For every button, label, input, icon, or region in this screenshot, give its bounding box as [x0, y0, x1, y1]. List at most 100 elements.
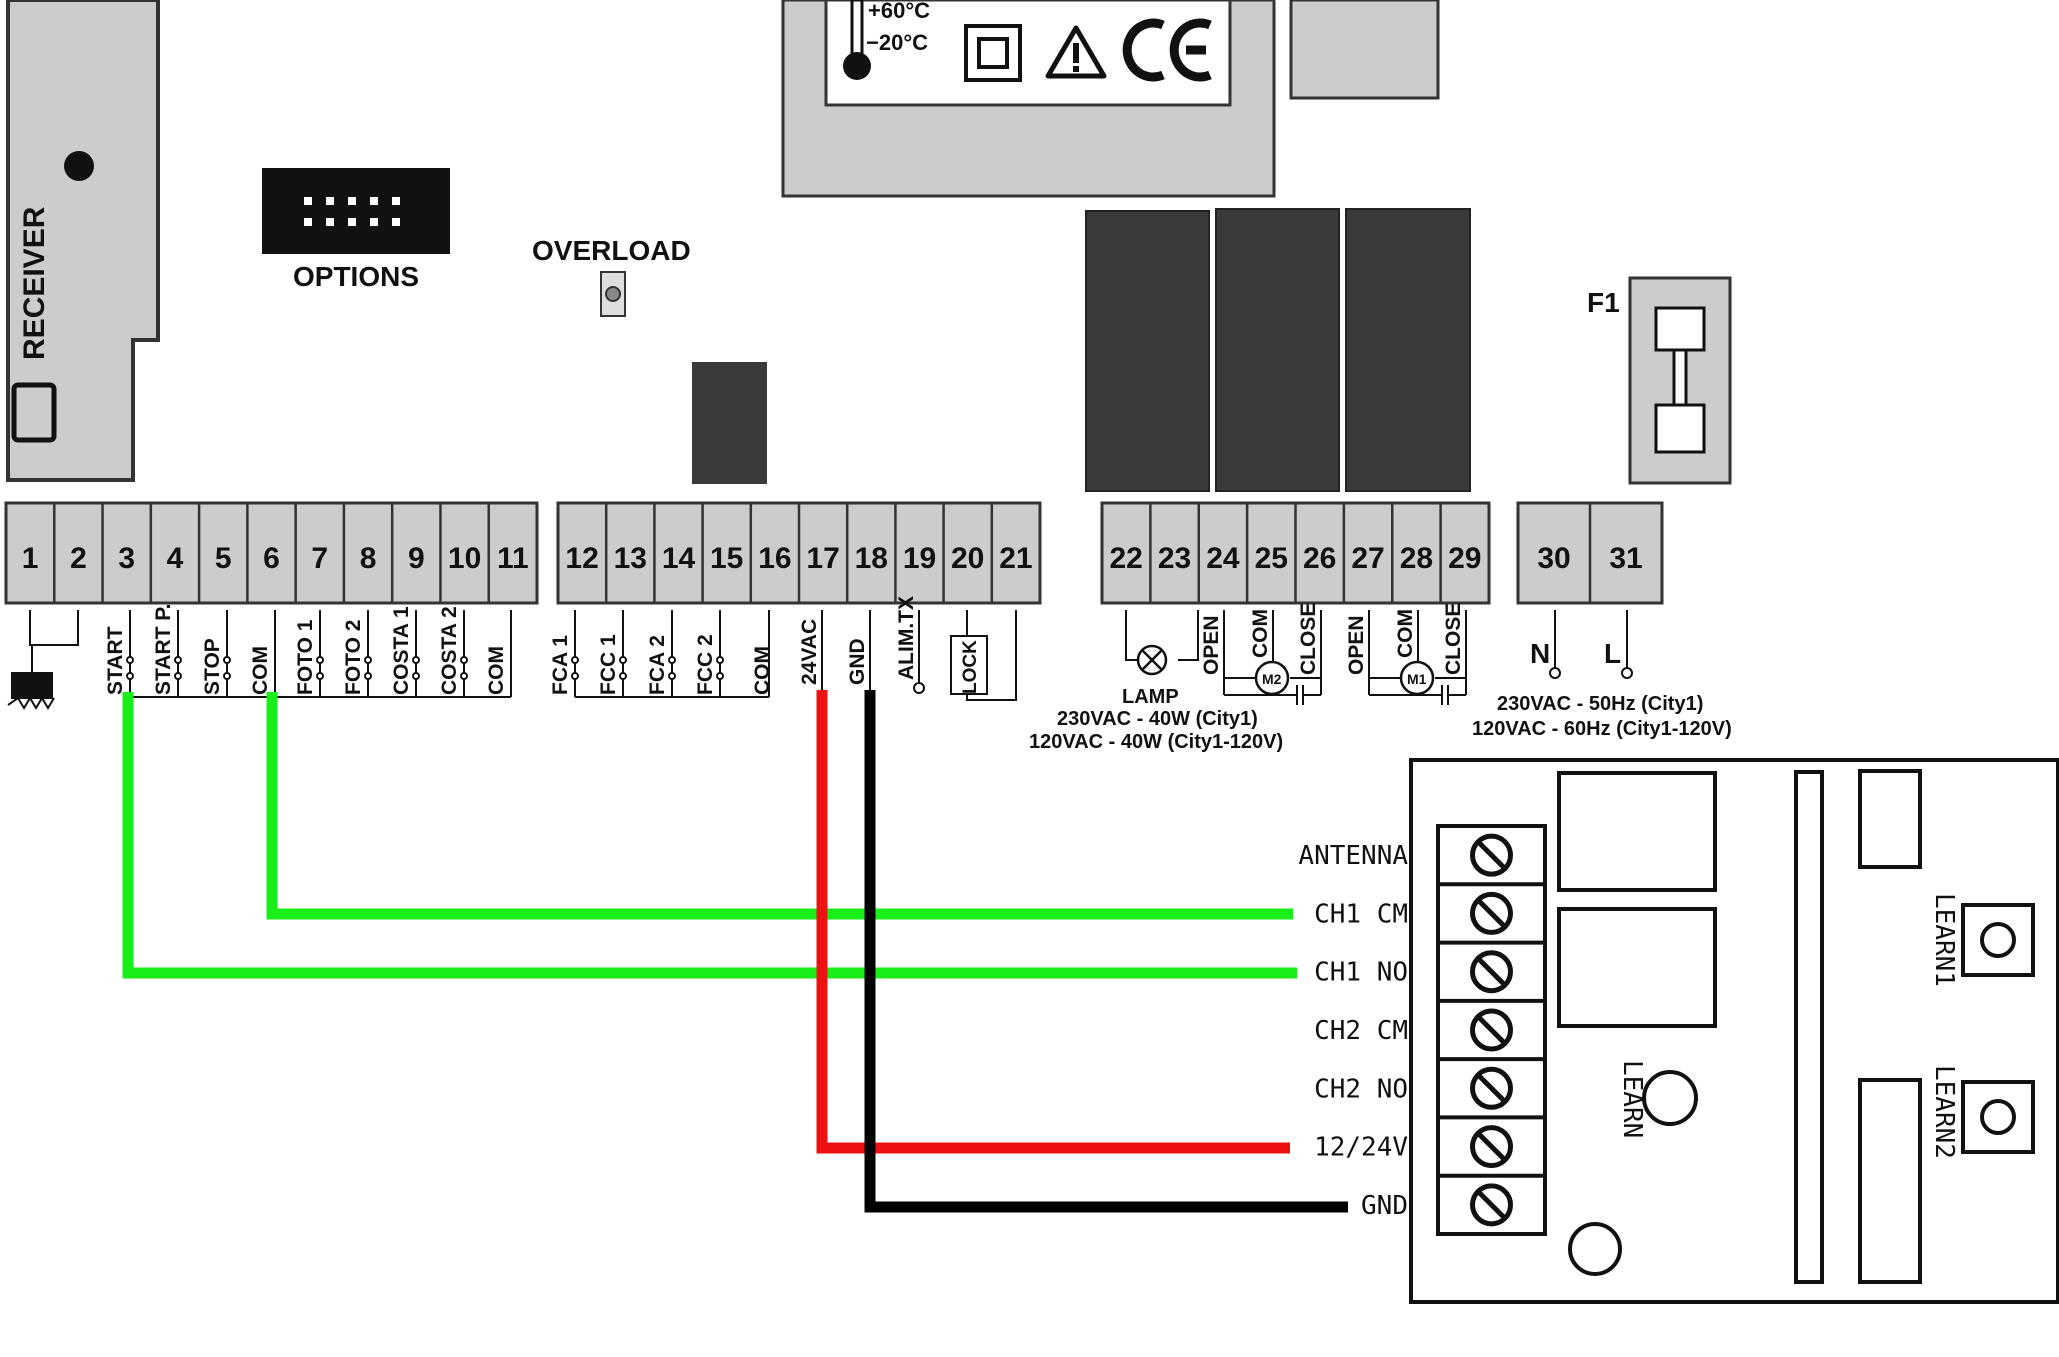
relay-m1 [1345, 208, 1471, 492]
terminal-number: 20 [951, 542, 984, 575]
terminal-number: 16 [758, 542, 791, 575]
module-pin-label: CH1 NO [1314, 958, 1408, 988]
label-fca-1: FCA 1 [549, 635, 572, 695]
module-pin-label: 12/24V [1314, 1133, 1408, 1163]
input-wiring [7, 610, 1017, 710]
learn1-label: LEARN1 [1929, 893, 1959, 987]
module-led [1568, 1222, 1622, 1276]
label-lamp-spec-1: 230VAC - 40W (City1) [1057, 708, 1258, 730]
learn1-button[interactable] [1961, 903, 2035, 977]
temp-high: +60°C [868, 0, 930, 23]
learn2-label: LEARN2 [1929, 1065, 1959, 1159]
label-gnd: GND [846, 638, 869, 685]
terminal-number: 26 [1303, 542, 1336, 575]
label-alim-tx: ALIM.TX [895, 596, 918, 680]
terminal-block-c: 22 23 24 25 26 27 28 29 [1100, 501, 1491, 605]
rating-label [824, 0, 1232, 107]
terminal-number: 3 [118, 542, 135, 575]
terminal-number: 19 [903, 542, 936, 575]
learn2-button[interactable] [1961, 1080, 2035, 1154]
thermometer-icon [843, 0, 871, 80]
label-lamp: LAMP [1122, 686, 1179, 708]
ic-chip [692, 362, 767, 484]
relay-m2 [1215, 208, 1340, 492]
terminal-number: 7 [311, 542, 328, 575]
label-fca-2: FCA 2 [646, 635, 669, 695]
options-label: OPTIONS [293, 261, 419, 292]
terminal-number: 13 [614, 542, 647, 575]
terminal-number: 15 [710, 542, 743, 575]
module-screws [1438, 833, 1545, 1227]
label-24vac: 24VAC [798, 619, 821, 685]
label-close-m2: CLOSE [1297, 603, 1320, 675]
label-power-spec-1: 230VAC - 50Hz (City1) [1497, 693, 1703, 715]
label-costa-1: COSTA 1 [390, 606, 413, 695]
label-start-p: START P. [152, 604, 175, 695]
label-open-m2: OPEN [1200, 615, 1223, 675]
wire-gnd-to-gnd [864, 690, 1348, 1213]
terminal-number: 30 [1537, 542, 1570, 575]
module-vertical-bar [1794, 770, 1824, 1284]
module-relay-2 [1557, 907, 1717, 1028]
module-chip-large [1858, 1078, 1922, 1284]
terminal-number: 6 [263, 542, 280, 575]
overload-label: OVERLOAD [532, 235, 691, 266]
warning-icon [1045, 25, 1107, 79]
label-com-2: COM [485, 646, 508, 695]
label-fcc-2: FCC 2 [694, 634, 717, 695]
label-power-spec-2: 120VAC - 60Hz (City1-120V) [1472, 718, 1732, 740]
terminal-number: 29 [1448, 542, 1481, 575]
label-fcc-1: FCC 1 [597, 634, 620, 695]
terminal-number: 24 [1206, 542, 1240, 575]
terminal-number: 25 [1255, 542, 1288, 575]
terminal-number: 8 [360, 542, 377, 575]
terminal-l-dot [1621, 667, 1633, 679]
temp-low: −20°C [866, 30, 928, 55]
motor-m2-icon: M2 [1254, 660, 1290, 696]
label-open-m1: OPEN [1345, 615, 1368, 675]
label-costa-2: COSTA 2 [438, 606, 461, 695]
terminal-number: 2 [70, 542, 87, 575]
module-chip-small [1858, 769, 1922, 869]
label-lock: LOCK [960, 640, 981, 694]
label-lamp-spec-2: 120VAC - 40W (City1-120V) [1029, 731, 1283, 753]
terminal-number: 27 [1351, 542, 1384, 575]
component-box [1289, 0, 1440, 100]
module-pin-label: CH2 NO [1314, 1074, 1408, 1104]
learn-button[interactable] [1642, 1070, 1698, 1126]
wire-24vac-to-12-24v [816, 690, 1290, 1154]
terminal-number: 5 [215, 542, 232, 575]
module-relay-1 [1557, 771, 1717, 892]
label-l: L [1604, 638, 1621, 669]
terminal-number: 18 [855, 542, 888, 575]
receiver-slot [6, 0, 160, 482]
label-n: N [1530, 638, 1550, 669]
module-pin-label: GND [1361, 1191, 1408, 1221]
module-pin-label: ANTENNA [1298, 841, 1408, 871]
label-com-1: COM [249, 646, 272, 695]
terminal-number: 22 [1110, 542, 1143, 575]
wires [122, 690, 1348, 1213]
receiver-connector [11, 382, 57, 443]
terminal-number: 21 [999, 542, 1032, 575]
terminal-number: 23 [1158, 542, 1191, 575]
terminal-number: 17 [806, 542, 839, 575]
wire-start-to-ch1-no [122, 692, 1297, 979]
label-foto-1: FOTO 1 [294, 619, 317, 695]
label-com-m2: COM [1249, 609, 1272, 658]
options-connector [262, 168, 450, 254]
terminal-number: 28 [1400, 542, 1433, 575]
module-pin-label: CH1 CM [1314, 899, 1408, 929]
terminal-number: 1 [22, 542, 39, 575]
label-com-m1: COM [1394, 609, 1417, 658]
relay-lamp [1085, 210, 1210, 492]
lamp-icon [1136, 644, 1168, 676]
terminal-number: 9 [408, 542, 425, 575]
label-start: START [104, 626, 127, 695]
svg-text:M2: M2 [1262, 671, 1282, 687]
